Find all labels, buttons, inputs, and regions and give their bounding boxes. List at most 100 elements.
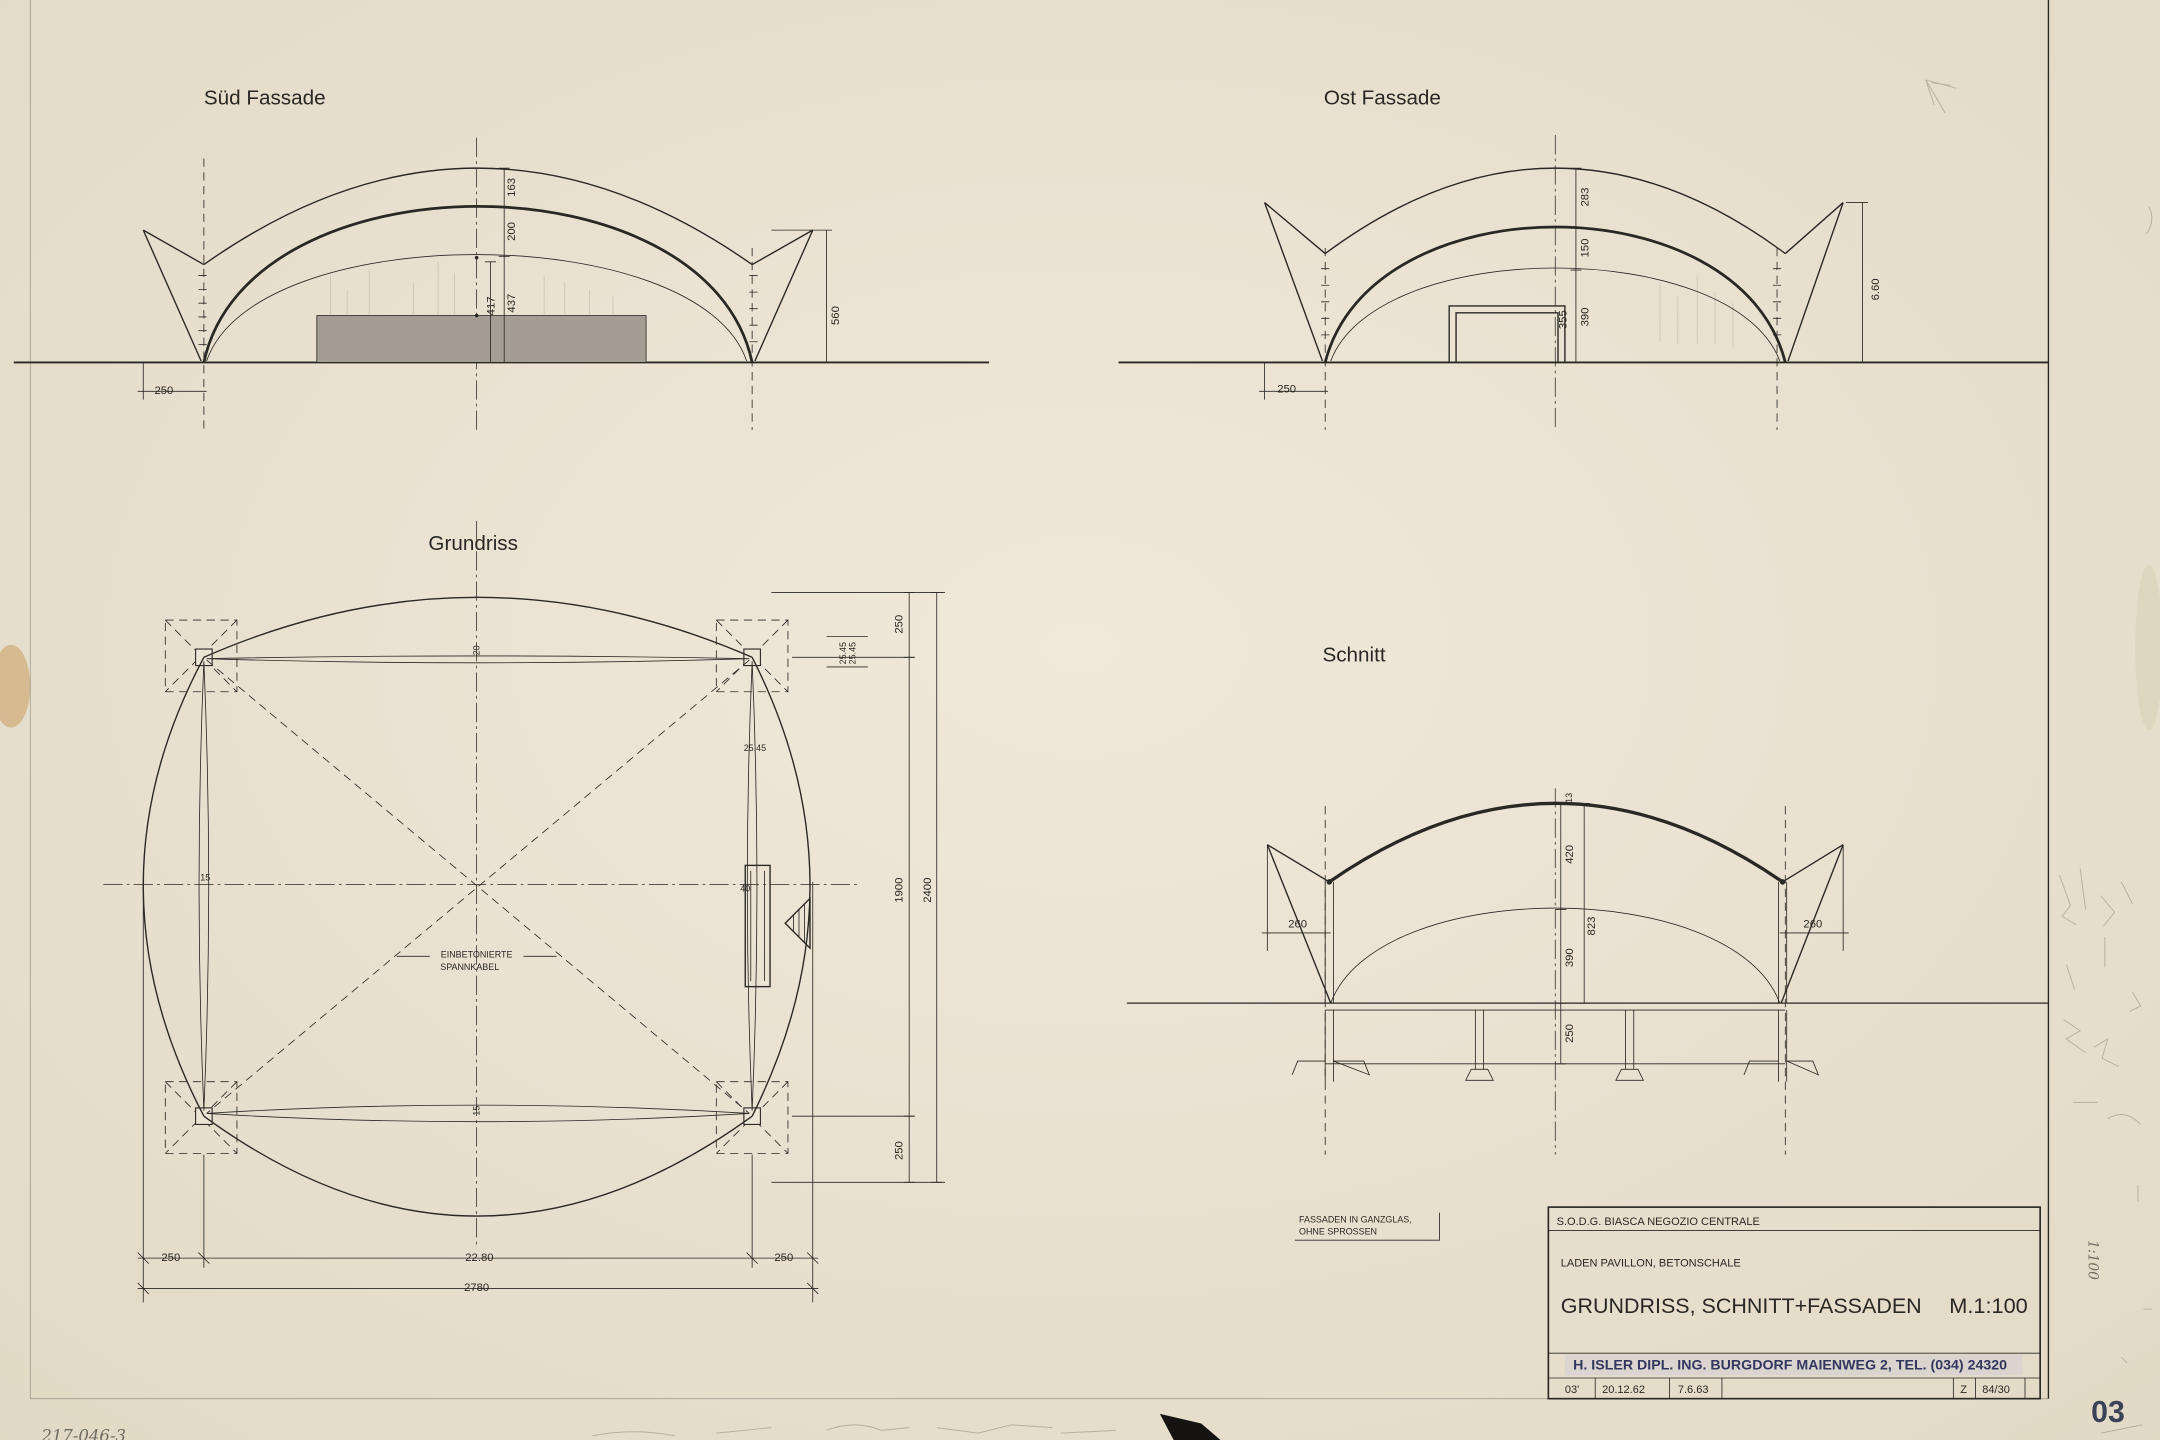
- dim-label: 250: [893, 1141, 905, 1160]
- dim-label: 417: [486, 296, 498, 315]
- dim-label: 437: [506, 294, 518, 313]
- shell-outer-edge: [1324, 167, 1786, 255]
- dim-label: 420: [1564, 845, 1576, 864]
- dim-label: 260: [1803, 918, 1822, 930]
- dim-label: 22.80: [465, 1252, 493, 1264]
- dim-label: 150: [1579, 239, 1591, 258]
- ost-fassade-title: Ost Fassade: [1324, 87, 1441, 110]
- dim-label: 250: [893, 615, 905, 634]
- wing-left: [142, 229, 205, 362]
- pencil-scale-note: 1:100: [2084, 1240, 2100, 1280]
- dim-label: 25.45: [838, 642, 848, 664]
- dim-label: 560: [830, 306, 842, 325]
- cable-annotation: EINBETONIERTE SPANNKABEL: [396, 950, 557, 972]
- prestress-cable-diagonal: [206, 659, 750, 1114]
- entrance-door: [744, 864, 771, 988]
- schnitt-dimensions: 13 420 823 390 250 260 260: [1261, 793, 1849, 1065]
- dim-label: 25.45: [847, 642, 857, 664]
- dim-label: 250: [774, 1252, 793, 1264]
- dim-label: 163: [506, 178, 518, 197]
- dim-label: 2400: [922, 878, 934, 903]
- dim-label: 13: [1564, 793, 1574, 803]
- schnitt-view: Schnitt 13 420 823 390 250 260 2: [1126, 643, 2049, 1155]
- grundriss-dimensions-bottom: 250 22.80 250 2780: [137, 881, 819, 1303]
- title-block-office-stamp: H. ISLER DIPL. ING. BURGDORF MAIENWEG 2,…: [1573, 1358, 2007, 1373]
- facade-top: [206, 655, 750, 664]
- schnitt-title: Schnitt: [1322, 643, 1385, 666]
- cable-annotation-line-1: EINBETONIERTE: [441, 950, 513, 960]
- title-block-drawing-number: 84/30: [1982, 1384, 2010, 1396]
- shell-crown-line: [1323, 225, 1787, 363]
- wing-scale-ticks: [1321, 268, 1782, 336]
- facade-note-line-1: FASSADEN IN GANZGLAS,: [1299, 1214, 1412, 1224]
- title-block-date-revised: 7.6.63: [1678, 1384, 1709, 1396]
- facade-note: FASSADEN IN GANZGLAS, OHNE SPROSSEN: [1294, 1212, 1440, 1241]
- pencil-hatching: [1659, 275, 1734, 348]
- ost-dimensions: 283 150 355 390 6.60 250: [1259, 167, 1882, 400]
- paper-stain: [2135, 565, 2160, 731]
- axis-mark: 40: [740, 884, 750, 894]
- wing-right: [1780, 844, 1844, 1004]
- title-block-title: GRUNDRISS, SCHNITT+FASSADEN: [1561, 1294, 1922, 1318]
- title-block-z-label: Z: [1960, 1384, 1967, 1396]
- grundriss-dimensions-right: 250 1900 2400 250 25.45 25.45 25.45: [744, 592, 946, 1183]
- facade-right: [746, 661, 758, 1111]
- grundriss-title: Grundriss: [428, 532, 518, 555]
- dim-label: 25.45: [744, 743, 766, 753]
- dim-label: 355: [1557, 310, 1569, 329]
- facade-bottom: [206, 1104, 750, 1123]
- title-block-sheet-code: 03': [1565, 1384, 1579, 1396]
- door-frame: [1448, 305, 1566, 363]
- prestress-cable-diagonal: [206, 659, 750, 1114]
- wing-left: [1266, 844, 1332, 1004]
- grundriss-view: Grundriss: [103, 520, 946, 1303]
- dim-label: 250: [1564, 1024, 1576, 1043]
- sued-fassade-title: Süd Fassade: [204, 87, 326, 110]
- wing-right: [1784, 202, 1844, 362]
- pencil-marks: [592, 79, 2153, 1437]
- dim-label: 1900: [893, 878, 905, 903]
- shop-block: [316, 315, 647, 363]
- axis-mark: 15: [471, 1106, 481, 1116]
- shell-edge-top: [203, 596, 753, 658]
- wing-scale-ticks: [198, 275, 758, 345]
- dim-label: 260: [1288, 918, 1307, 930]
- shell-inner-edge: [206, 254, 748, 362]
- dim-label: 2780: [464, 1282, 489, 1294]
- title-block-client: S.O.D.G. BIASCA NEGOZIO CENTRALE: [1557, 1216, 1760, 1228]
- ost-fassade-view: Ost Fassade 283 150 355 390 6.60 250: [1118, 87, 2049, 430]
- cable-annotation-line-2: SPANNKABEL: [440, 962, 499, 972]
- axis-mark: 15: [200, 873, 210, 883]
- title-block-date-drawn: 20.12.62: [1602, 1384, 1645, 1396]
- title-block-scale: M.1:100: [1949, 1294, 2028, 1318]
- dim-label: 390: [1579, 308, 1591, 327]
- axis-mark: 20: [471, 645, 481, 655]
- sued-dimensions: 163 200 417 437 560 250: [137, 167, 842, 400]
- title-block-project: LADEN PAVILLON, BETONSCHALE: [1561, 1257, 1741, 1269]
- pencil-hatching: [330, 261, 614, 315]
- title-block: S.O.D.G. BIASCA NEGOZIO CENTRALE LADEN P…: [1547, 1206, 2041, 1400]
- wing-right: [751, 229, 814, 362]
- dim-label: 200: [506, 222, 518, 241]
- entrance-arrow-icon: [784, 896, 811, 950]
- wing-left: [1263, 202, 1326, 362]
- paper-stain: [0, 644, 31, 728]
- archive-reference: 217-046-3: [40, 1426, 126, 1440]
- sheet-number: 03: [2091, 1396, 2125, 1429]
- dim-label: 823: [1586, 917, 1598, 936]
- dim-label: 390: [1564, 948, 1576, 967]
- facade-left: [198, 661, 210, 1111]
- shell-edge-right: [751, 656, 811, 1117]
- support-joint: [1324, 881, 1788, 1004]
- shell-edge-bottom: [203, 1115, 753, 1217]
- dim-label: 250: [1277, 384, 1296, 396]
- dim-label: 283: [1579, 188, 1591, 207]
- ink-blot: [1159, 1413, 1221, 1440]
- dim-label: 250: [161, 1252, 180, 1264]
- shell-crown-line: [202, 204, 754, 363]
- dim-label: 250: [155, 385, 174, 397]
- sued-fassade-view: Süd Fassade 163 200 417 437 560 250: [13, 87, 990, 430]
- shell-outer-edge: [203, 167, 753, 266]
